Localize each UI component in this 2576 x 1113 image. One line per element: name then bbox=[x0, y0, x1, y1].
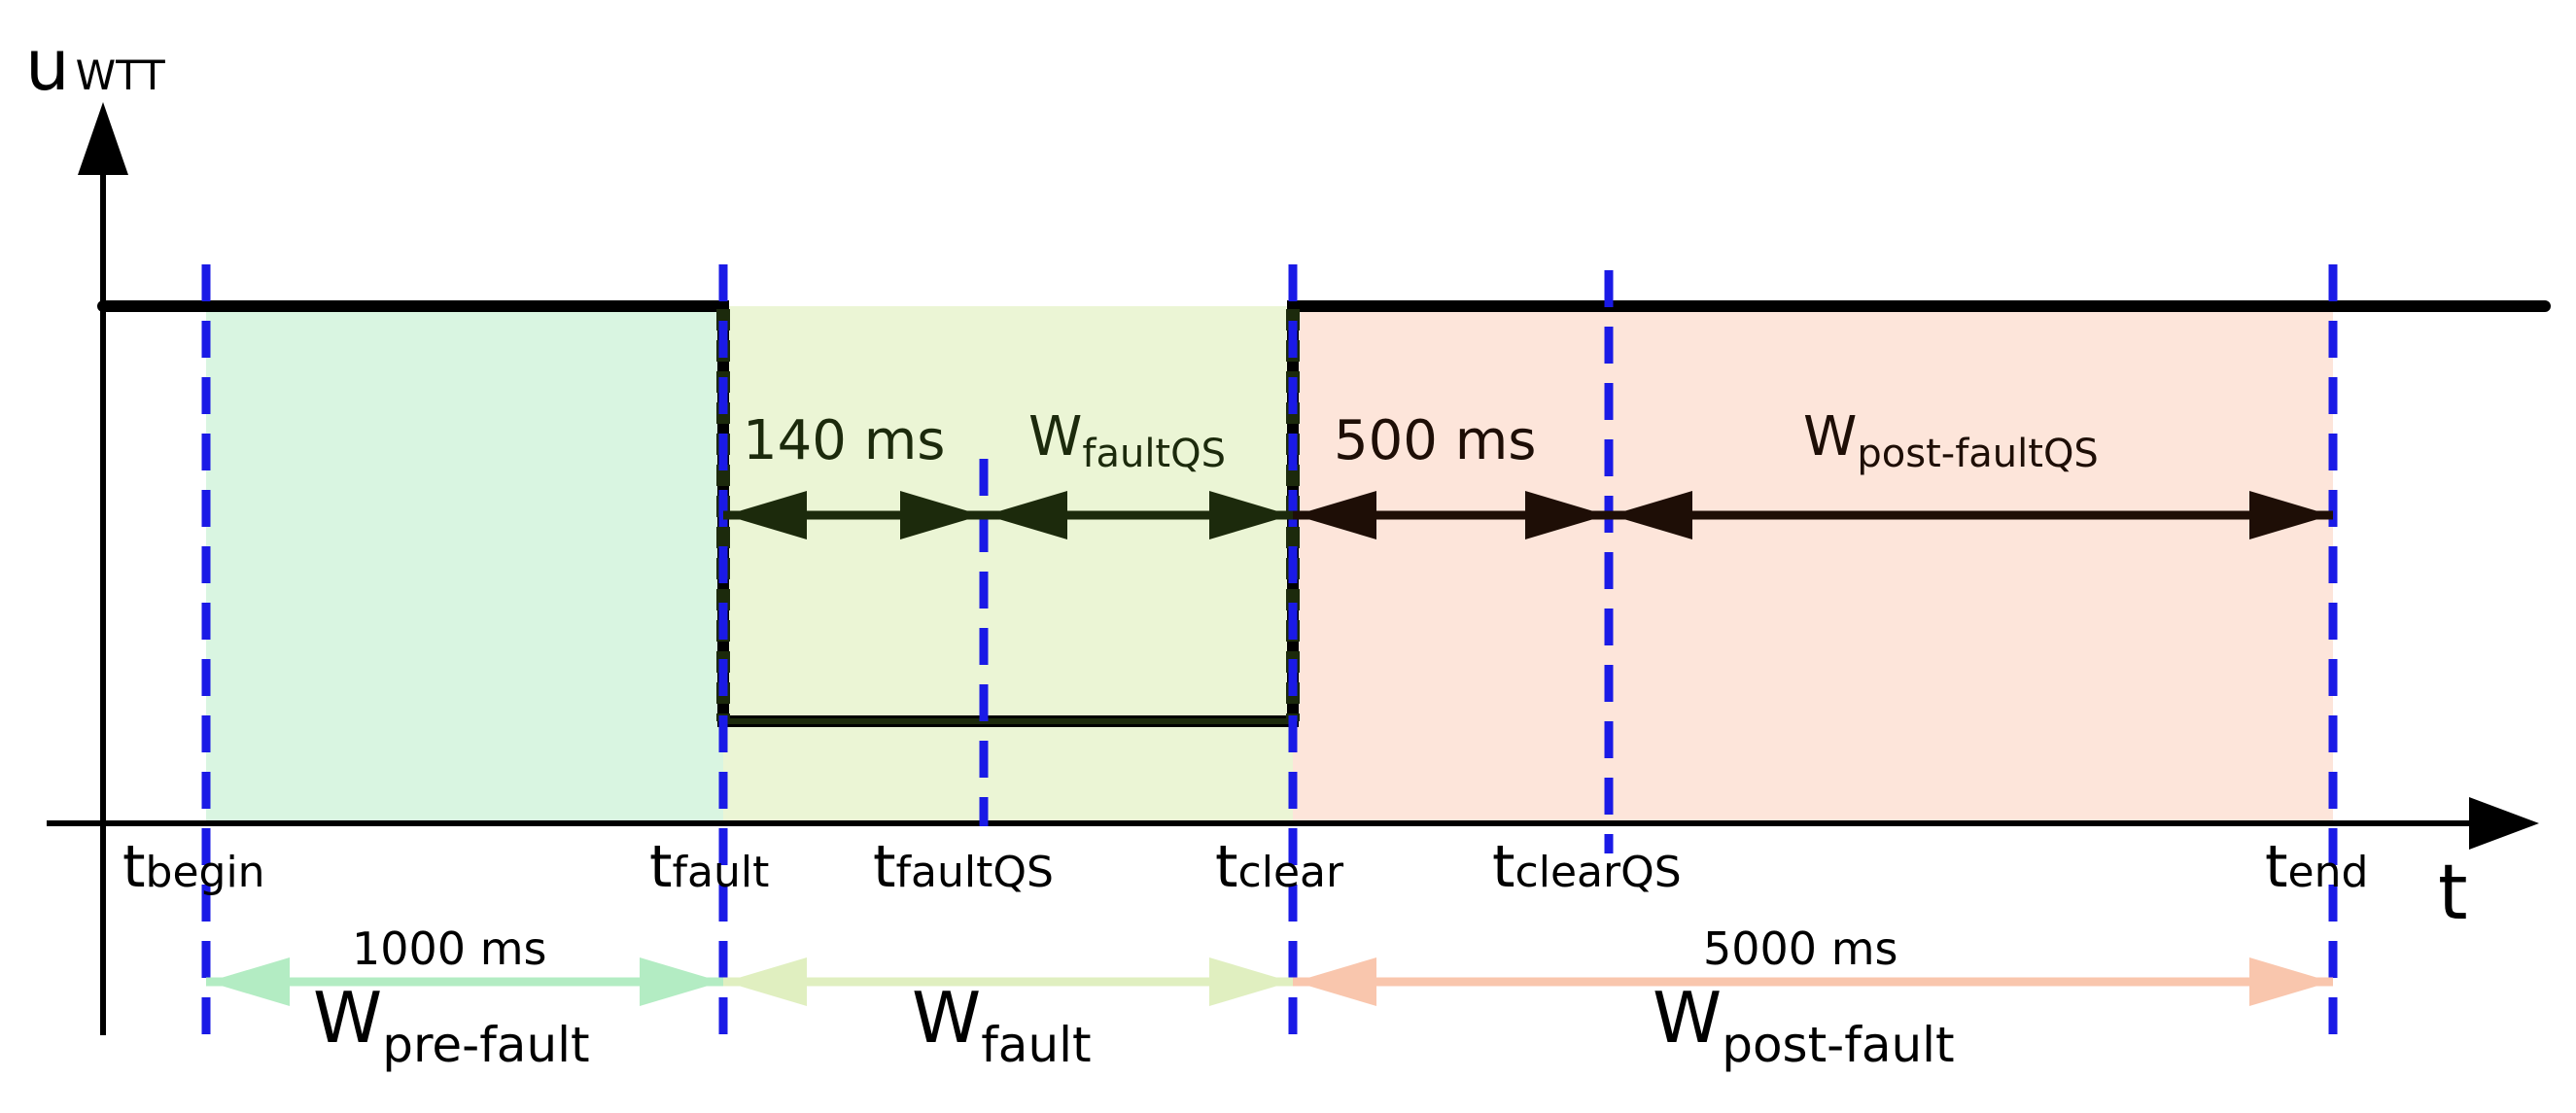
post-fault-window-arrow bbox=[1293, 957, 2333, 1006]
fault-window-label: Wfault bbox=[912, 977, 1092, 1073]
pre-fault-region bbox=[206, 306, 723, 823]
arrow-clear-to-clearQS bbox=[1293, 491, 1609, 539]
x-axis-arrowhead bbox=[2469, 797, 2539, 850]
marker-label-fault: tfault bbox=[649, 833, 769, 901]
fault-qs-delay-label: 140 ms bbox=[743, 409, 945, 472]
pre-fault-duration-label: 1000 ms bbox=[352, 922, 546, 975]
arrow-clearQS-to-end bbox=[1609, 491, 2333, 539]
post-fault-region bbox=[1293, 306, 2333, 823]
marker-label-faultQS: tfaultQS bbox=[873, 833, 1054, 901]
pre-fault-window-label: Wpre-fault bbox=[313, 977, 590, 1073]
arrow-fault-to-faultQS bbox=[723, 491, 984, 539]
fault-window-arrow bbox=[723, 957, 1293, 1006]
y-axis-arrowhead bbox=[78, 102, 128, 175]
post-fault-qs-window-label: Wpost-faultQS bbox=[1803, 405, 2099, 476]
marker-label-begin: tbegin bbox=[122, 833, 265, 901]
arrow-faultQS-to-clear bbox=[984, 491, 1293, 539]
pre-fault-window-arrow bbox=[206, 957, 723, 1006]
marker-label-clear: tclear bbox=[1215, 833, 1344, 901]
post-fault-window-label: Wpost-fault bbox=[1653, 977, 1955, 1073]
x-axis-label: t bbox=[2438, 850, 2468, 937]
marker-label-clearQS: tclearQS bbox=[1492, 833, 1682, 901]
marker-label-end: tend bbox=[2265, 833, 2368, 901]
fault-qs-window-label: WfaultQS bbox=[1028, 405, 1226, 476]
post-fault-duration-label: 5000 ms bbox=[1703, 922, 1897, 975]
clear-qs-delay-label: 500 ms bbox=[1334, 409, 1536, 472]
fault-region bbox=[723, 306, 1293, 823]
